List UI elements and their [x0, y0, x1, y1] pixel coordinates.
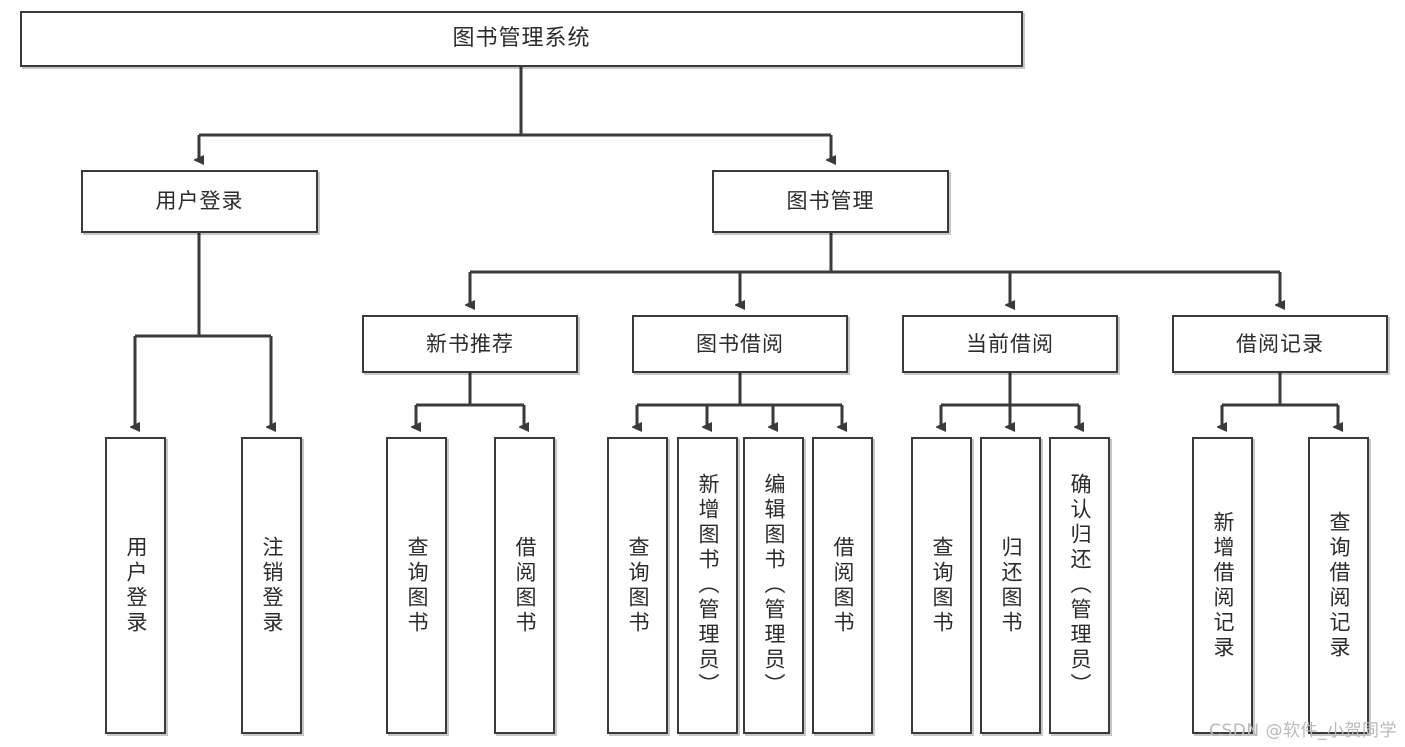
leaf-query-record[interactable]: 查询借阅记录: [1308, 437, 1369, 734]
node-user-login[interactable]: 用户登录: [81, 170, 318, 233]
leaf-borrow-book-2-label: 借阅图书: [831, 535, 855, 636]
leaf-return-book[interactable]: 归还图书: [980, 437, 1041, 734]
leaf-user-login-label: 用户登录: [124, 535, 148, 636]
node-book-borrow[interactable]: 图书借阅: [632, 315, 848, 373]
leaf-borrow-book-1-label: 借阅图书: [513, 535, 537, 636]
leaf-query-book-3-label: 查询图书: [930, 535, 954, 636]
node-book-borrow-label: 图书借阅: [696, 331, 784, 356]
node-root[interactable]: 图书管理系统: [20, 11, 1023, 67]
leaf-logout[interactable]: 注销登录: [241, 437, 302, 734]
leaf-confirm-return[interactable]: 确认归还（管理员）: [1049, 437, 1110, 734]
node-book-manage[interactable]: 图书管理: [712, 170, 949, 233]
node-borrow-record-label: 借阅记录: [1236, 331, 1324, 356]
leaf-add-record-label: 新增借阅记录: [1211, 510, 1235, 661]
node-user-login-label: 用户登录: [155, 189, 244, 214]
leaf-add-record[interactable]: 新增借阅记录: [1192, 437, 1253, 734]
leaf-borrow-book-1[interactable]: 借阅图书: [494, 437, 555, 734]
node-new-book-recommend-label: 新书推荐: [426, 331, 514, 356]
leaf-query-book-3[interactable]: 查询图书: [911, 437, 972, 734]
csdn-watermark: CSDN @软件_小贺同学: [1209, 721, 1397, 741]
node-book-manage-label: 图书管理: [786, 189, 875, 214]
leaf-confirm-return-label: 确认归还（管理员）: [1068, 473, 1092, 698]
leaf-edit-book-label: 编辑图书（管理员）: [762, 473, 786, 698]
leaf-add-book[interactable]: 新增图书（管理员）: [677, 437, 738, 734]
leaf-query-book-2-label: 查询图书: [626, 535, 650, 636]
node-root-label: 图书管理系统: [452, 26, 591, 52]
node-borrow-record[interactable]: 借阅记录: [1172, 315, 1388, 373]
leaf-user-login[interactable]: 用户登录: [105, 437, 166, 734]
leaf-borrow-book-2[interactable]: 借阅图书: [812, 437, 873, 734]
node-current-borrow[interactable]: 当前借阅: [902, 315, 1118, 373]
node-current-borrow-label: 当前借阅: [966, 331, 1054, 356]
leaf-logout-label: 注销登录: [260, 535, 284, 636]
leaf-add-book-label: 新增图书（管理员）: [696, 473, 720, 698]
leaf-query-book-2[interactable]: 查询图书: [607, 437, 668, 734]
leaf-query-book-1-label: 查询图书: [405, 535, 429, 636]
leaf-return-book-label: 归还图书: [999, 535, 1023, 636]
leaf-query-record-label: 查询借阅记录: [1327, 510, 1351, 661]
node-new-book-recommend[interactable]: 新书推荐: [362, 315, 578, 373]
leaf-edit-book[interactable]: 编辑图书（管理员）: [743, 437, 804, 734]
leaf-query-book-1[interactable]: 查询图书: [386, 437, 447, 734]
